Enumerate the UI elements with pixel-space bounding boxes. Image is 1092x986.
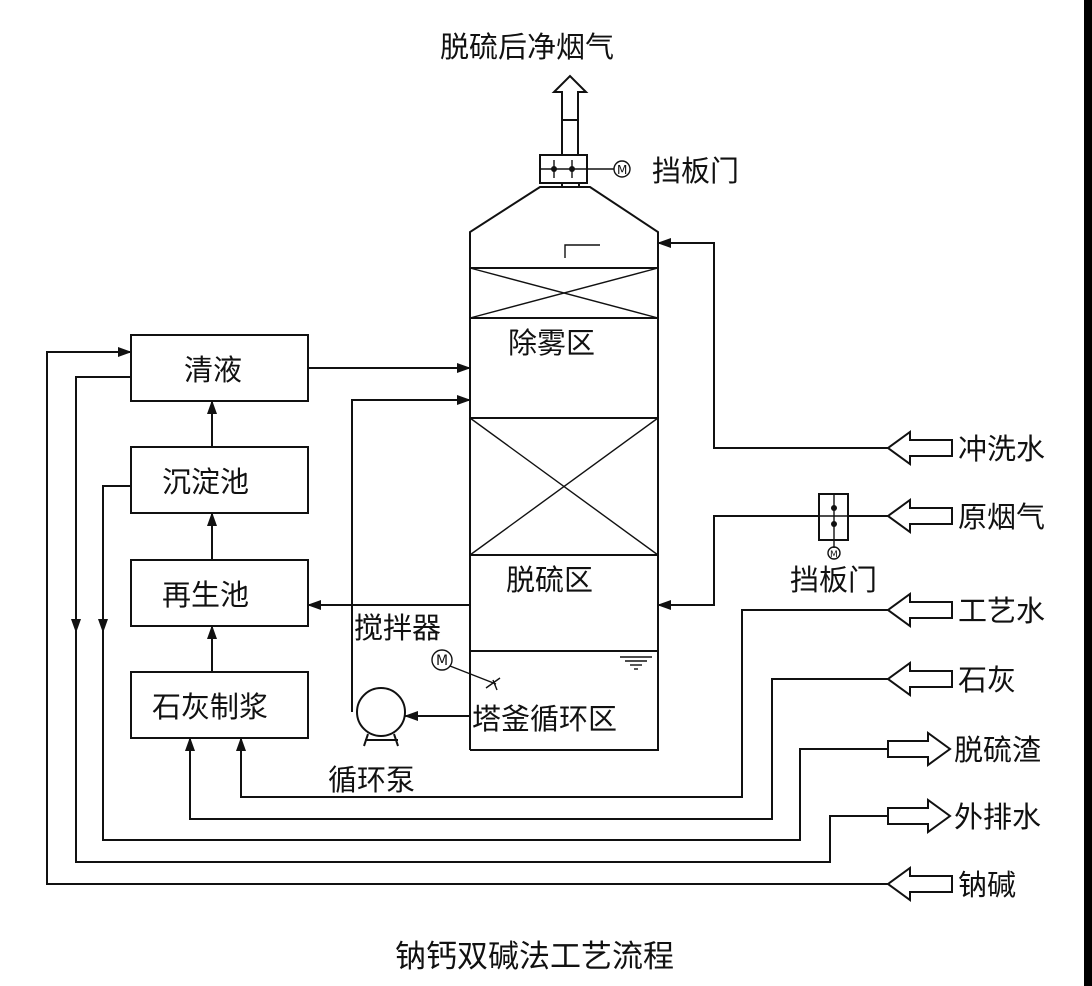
demist-zone-label: 除雾区 — [508, 326, 595, 360]
outlet-gas-label: 脱硫后净烟气 — [440, 30, 614, 64]
top-damper-label: 挡板门 — [652, 154, 739, 188]
residue-label: 脱硫渣 — [954, 733, 1041, 767]
absorption-tower — [469, 186, 659, 751]
regen-tank-label: 再生池 — [162, 578, 249, 612]
soda-arrow-icon — [886, 866, 953, 902]
lime-slurry-label: 石灰制浆 — [152, 690, 268, 724]
process-water-label: 工艺水 — [958, 594, 1045, 628]
inlet-damper-motor-symbol: M — [830, 550, 838, 560]
circulating-pump-icon — [356, 687, 406, 747]
settling-tank-label: 沉淀池 — [162, 465, 249, 499]
agitator-label: 搅拌器 — [354, 611, 441, 645]
inlet-damper-label: 挡板门 — [790, 563, 877, 597]
clear-liquid-label: 清液 — [184, 353, 242, 387]
flush-water-arrow-icon — [886, 430, 953, 466]
discharge-label: 外排水 — [954, 800, 1041, 834]
process-water-arrow-icon — [886, 592, 953, 628]
liquid-level-icon — [620, 656, 652, 670]
lime-label: 石灰 — [958, 663, 1016, 697]
raw-gas-label: 原烟气 — [958, 500, 1045, 534]
raw-gas-arrow-icon — [886, 498, 953, 534]
desulfur-zone-label: 脱硫区 — [506, 563, 593, 597]
diagram-title: 钠钙双碱法工艺流程 — [395, 939, 674, 975]
cycle-zone-label: 塔釜循环区 — [472, 702, 617, 736]
inlet-damper-icon — [818, 493, 849, 560]
soda-label: 钠碱 — [958, 868, 1016, 902]
top-damper-icon — [539, 154, 631, 184]
lime-arrow-icon — [886, 661, 953, 697]
left-box-group — [130, 334, 309, 739]
agitator-motor-symbol: M — [436, 653, 448, 669]
discharge-arrow-icon — [887, 798, 952, 834]
flush-water-label: 冲洗水 — [958, 432, 1045, 466]
pump-label: 循环泵 — [328, 763, 415, 797]
agitator-icon — [431, 649, 501, 691]
residue-arrow-icon — [887, 731, 952, 767]
top-damper-motor-symbol: M — [617, 163, 627, 177]
